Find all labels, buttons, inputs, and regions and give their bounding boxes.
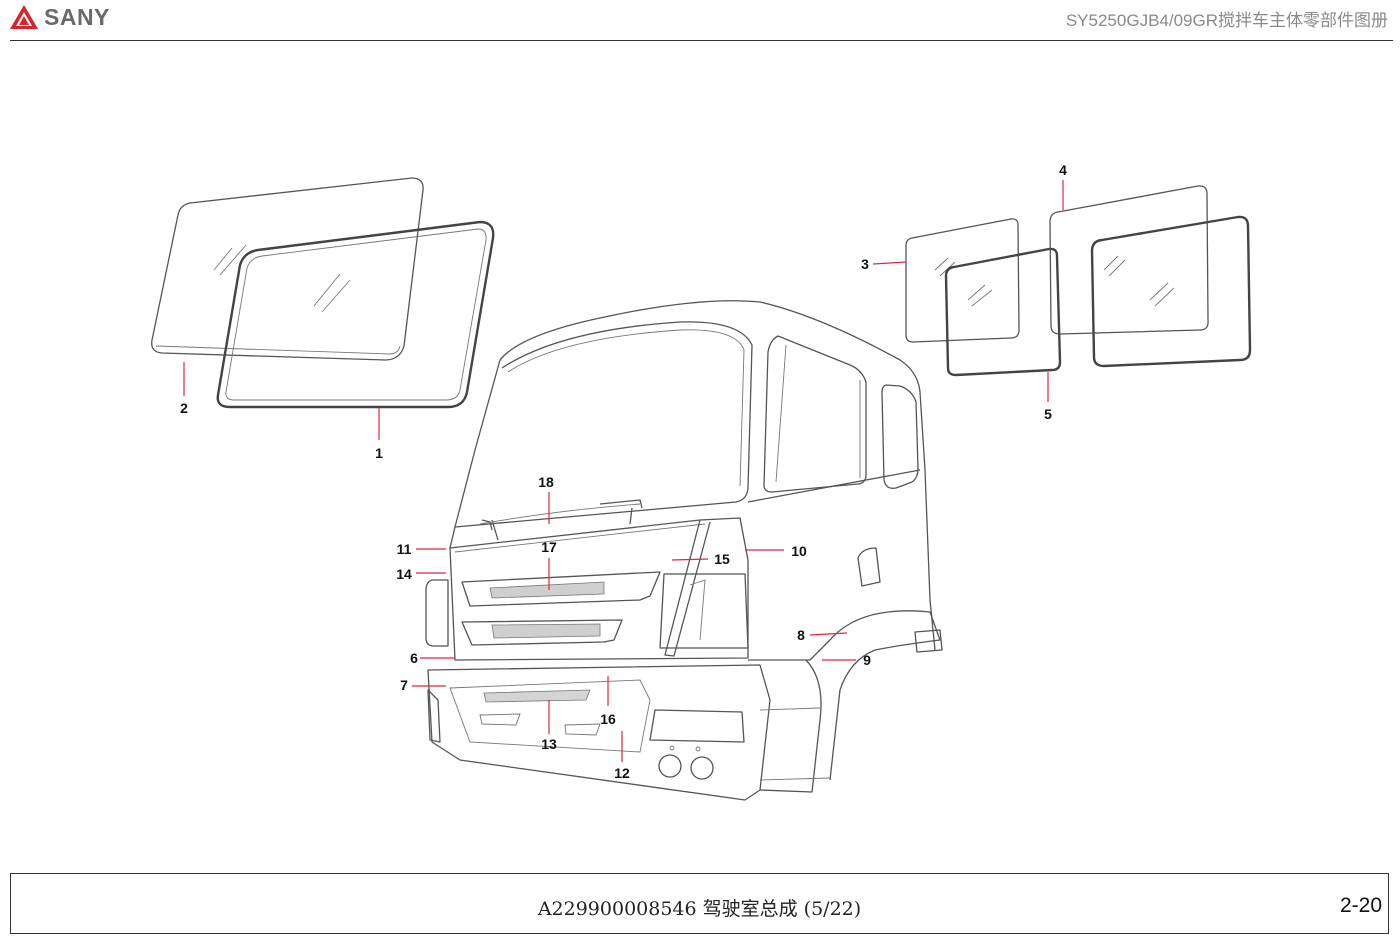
callout-2: 2	[180, 400, 188, 416]
windshield-seal	[216, 220, 495, 409]
brand-name: SANY	[44, 3, 110, 30]
callout-11: 11	[397, 541, 412, 557]
page-number: 2-20	[1339, 894, 1382, 917]
callout-5: 5	[1044, 406, 1052, 422]
callout-18: 18	[538, 474, 554, 490]
windshield-glass	[151, 177, 424, 361]
callout-9: 9	[863, 652, 871, 668]
sany-triangle-icon	[10, 5, 38, 29]
callout-3: 3	[861, 256, 869, 272]
callout-8: 8	[797, 627, 805, 643]
callout-12: 12	[614, 765, 630, 781]
callout-numbers: 1 2 3 4 5 6 7 8 9 10 11 12 13 14 15 16 1…	[180, 162, 1067, 781]
rear-window-glass	[1049, 185, 1209, 335]
door-window-glass	[905, 218, 1020, 343]
cab-body	[425, 300, 943, 801]
callout-16: 16	[600, 711, 616, 727]
callout-13: 13	[541, 736, 557, 752]
callout-7: 7	[400, 677, 408, 693]
callout-14: 14	[396, 566, 412, 582]
callout-6: 6	[410, 650, 418, 666]
callout-15: 15	[714, 551, 730, 567]
catalog-title: SY5250GJB4/09GR搅拌车主体零部件图册	[1065, 11, 1388, 30]
leader-lines	[183, 180, 1064, 762]
rear-window-seal	[1090, 215, 1252, 368]
callout-17: 17	[541, 539, 557, 555]
sany-logo: SANY	[8, 3, 110, 31]
assembly-title: A229900008546 驾驶室总成 (5/22)	[537, 898, 862, 920]
footer-title-block: A229900008546 驾驶室总成 (5/22) 2-20	[10, 873, 1389, 934]
header-rule	[10, 40, 1393, 41]
page-header: SANY SY5250GJB4/09GR搅拌车主体零部件图册	[0, 0, 1400, 42]
callout-4: 4	[1059, 162, 1067, 178]
callout-1: 1	[375, 445, 383, 461]
cab-exploded-drawing: 1 2 3 4 5 6 7 8 9 10 11 12 13 14 15 16 1…	[151, 162, 1252, 801]
door-window-seal	[944, 247, 1062, 377]
callout-10: 10	[791, 543, 807, 559]
